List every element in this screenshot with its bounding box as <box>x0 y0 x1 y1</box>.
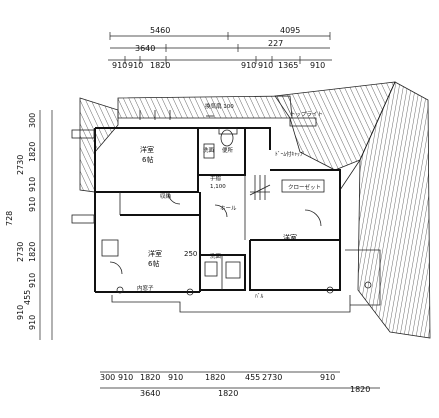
dim-left-1820: 1820 <box>28 142 37 162</box>
dim-left-300: 300 <box>28 113 37 128</box>
label-closet: クローゼット <box>288 183 321 191</box>
walls <box>71 110 381 313</box>
dim-bot-2730: 2730 <box>262 373 282 382</box>
label-handrail: 手摺 <box>210 174 222 182</box>
dim-bot-910b: 910 <box>168 373 183 382</box>
label-room-right: 洋室 <box>283 233 297 242</box>
dim-left-2730: 2730 <box>16 155 25 175</box>
label-lower-bath: 洗面 <box>210 252 222 260</box>
label-toplight: トップライト <box>290 111 323 118</box>
dim-bot-3640: 3640 <box>140 389 160 398</box>
dim-bot-1820b: 1820 <box>205 373 225 382</box>
bottom-dimensions: 300 910 1820 910 1820 455 2730 910 3640 … <box>100 371 380 398</box>
roof-hatching <box>79 81 431 339</box>
dim-left-910b: 910 <box>28 197 37 212</box>
dim-top-910d: 910 <box>241 61 256 70</box>
dim-bot-455: 455 <box>245 373 260 382</box>
dim-bot-300: 300 <box>100 373 115 382</box>
dim-top-5460: 5460 <box>150 26 170 35</box>
dim-top-3640: 3640 <box>135 44 155 53</box>
label-storage: 収納 <box>160 192 172 200</box>
dim-top-910b: 910 <box>128 61 143 70</box>
dim-left-1820b: 1820 <box>28 242 37 262</box>
dim-top-910a: 910 <box>112 61 127 70</box>
label-room-mid-left-size: 6帖 <box>148 259 159 268</box>
label-toilet: 便所 <box>222 146 234 154</box>
dim-top-910g: 910 <box>310 61 325 70</box>
dim-left-910e: 910 <box>28 315 37 330</box>
dim-left-910d: 910 <box>16 305 25 320</box>
label-sink: 洗面 <box>203 146 215 154</box>
label-top-note: 換気扇 100 <box>205 102 234 110</box>
dim-top-227: 227 <box>268 39 283 48</box>
dim-bot-1820d: 1820 <box>350 385 370 394</box>
dim-top-1820: 1820 <box>150 61 170 70</box>
dim-bot-910c: 910 <box>320 373 335 382</box>
dim-top-910e: 910 <box>258 61 273 70</box>
dim-bot-1820c: 1820 <box>218 389 238 398</box>
dim-left-2730b: 2730 <box>16 242 25 262</box>
label-hall: ホール <box>220 205 237 212</box>
room-labels: 洋室 6帖 洋室 6帖 洋室 ホール 便所 洗面 クローゼット 収納 手摺 1,… <box>137 102 323 300</box>
top-dimensions: 5460 4095 3640 227 910 910 1820 910 910 … <box>108 26 332 70</box>
label-room-top-left: 洋室 <box>140 145 154 154</box>
label-250: 250 <box>184 250 197 258</box>
dim-bot-1820: 1820 <box>140 373 160 382</box>
label-right-note: ﾄﾞｰﾑ付ｷｬｯﾌﾟ <box>275 150 305 158</box>
dim-left-910a: 910 <box>28 177 37 192</box>
dim-top-1365: 1365 <box>278 61 298 70</box>
label-inner-window: 内窓子 <box>137 284 154 292</box>
label-balcony: ﾊﾞﾙ <box>255 293 264 300</box>
dim-bot-910: 910 <box>118 373 133 382</box>
label-handrail-value: 1,100 <box>210 184 226 190</box>
dim-left-728: 728 <box>5 211 14 226</box>
label-room-top-left-size: 6帖 <box>142 155 153 164</box>
dim-top-4095: 4095 <box>280 26 300 35</box>
left-dimensions: 300 1820 2730 910 910 728 2730 1820 910 … <box>5 110 53 340</box>
dim-left-910c: 910 <box>28 273 37 288</box>
label-room-mid-left: 洋室 <box>148 249 162 258</box>
dim-left-455: 455 <box>23 290 32 305</box>
